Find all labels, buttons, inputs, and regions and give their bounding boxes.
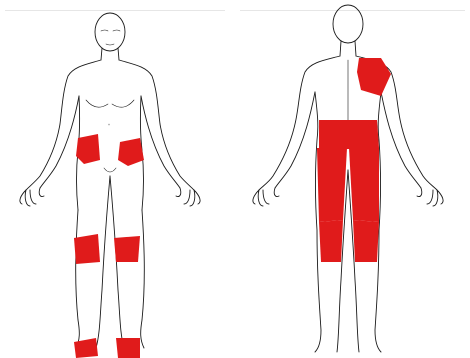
marking-buttocks <box>319 120 379 150</box>
marking-left-knee <box>114 236 140 262</box>
marking-left-back-thigh <box>349 148 379 222</box>
marking-right-foot <box>74 338 98 358</box>
back-right-hand <box>417 188 443 206</box>
back-body-outline <box>253 5 443 352</box>
marking-right-lower-abdomen <box>118 138 144 166</box>
front-body-outline <box>20 13 200 348</box>
marking-left-upper-back-shoulder <box>357 58 391 96</box>
marking-left-calf <box>353 220 379 262</box>
marking-left-lower-abdomen <box>76 134 100 164</box>
back-left-hand <box>253 188 279 206</box>
front-left-leg-outer <box>76 210 80 348</box>
front-left-arm-inner <box>40 96 79 188</box>
front-left-hand <box>20 188 44 206</box>
front-right-arm-outer <box>119 60 194 190</box>
marking-right-knee <box>74 234 100 264</box>
front-face <box>101 30 120 45</box>
body-front-view <box>0 0 230 358</box>
front-right-hand <box>176 188 200 206</box>
body-front-svg <box>0 0 230 358</box>
back-head <box>333 5 363 43</box>
front-right-leg-outer <box>141 210 145 348</box>
body-back-view <box>235 0 470 358</box>
body-back-svg <box>235 0 470 358</box>
marking-right-calf <box>319 220 343 262</box>
back-right-arm-inner <box>381 92 421 188</box>
back-left-arm-inner <box>275 92 315 188</box>
front-pain-markings <box>74 134 144 358</box>
marking-right-back-thigh <box>317 148 347 222</box>
front-right-arm-inner <box>141 96 180 188</box>
marking-left-foot <box>116 338 140 358</box>
front-left-arm-outer <box>26 60 101 190</box>
